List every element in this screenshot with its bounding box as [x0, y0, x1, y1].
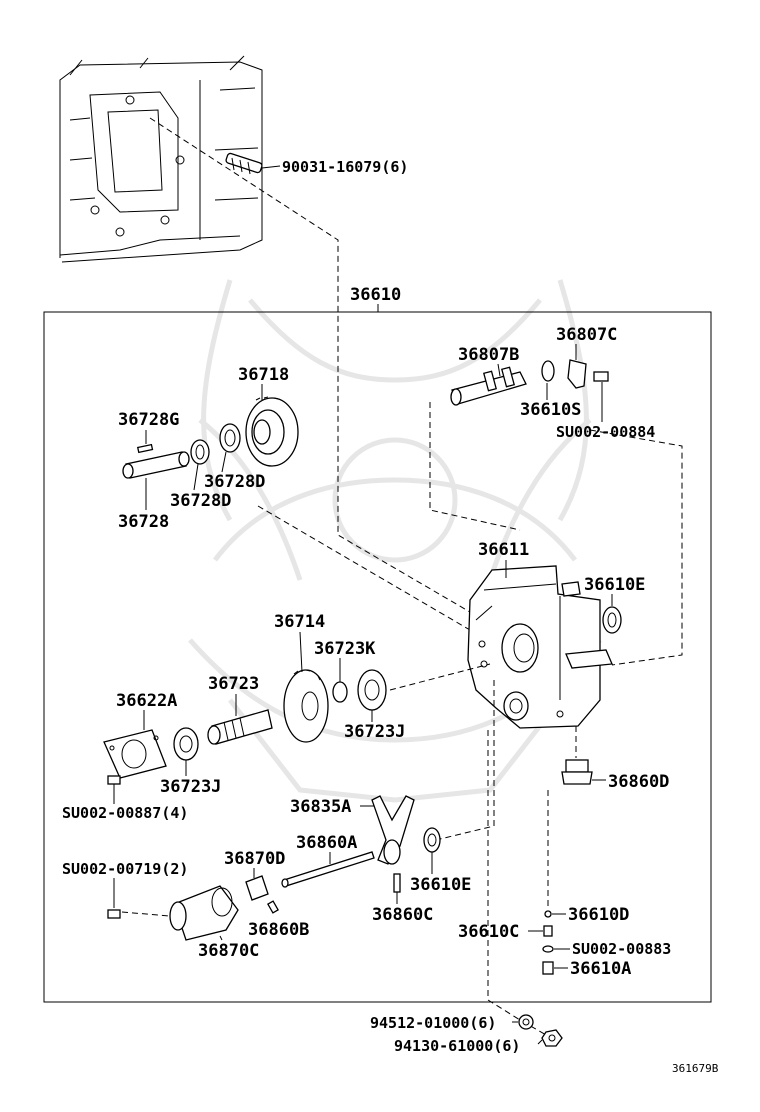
label-36718: 36718 [238, 365, 289, 385]
drain-plug-36860D [561, 759, 593, 785]
bolt-SU00884 [593, 371, 609, 382]
label-36728D-a: 36728D [204, 472, 265, 492]
label-90031: 90031-16079(6) [282, 158, 408, 176]
gasket-SU00883 [542, 945, 554, 953]
label-36835A: 36835A [290, 797, 351, 817]
washer-36723K [332, 681, 348, 703]
oil-seal-36610E-a [602, 606, 622, 634]
label-SU00884: SU002-00884 [556, 423, 655, 441]
ball-36610D [544, 910, 552, 918]
label-36622A: 36622A [116, 691, 177, 711]
label-36870C: 36870C [198, 941, 259, 961]
label-36610S: 36610S [520, 400, 581, 420]
washer-94512 [518, 1014, 534, 1030]
shift-lever-shaft [450, 366, 527, 406]
engine-block-illustration [59, 55, 263, 263]
housing-36870C [169, 885, 239, 941]
shift-fork-36835A [371, 795, 415, 865]
label-36723J-a: 36723J [344, 722, 405, 742]
spring-36610C [543, 925, 553, 937]
label-36723J-b: 36723J [160, 777, 221, 797]
shift-rod-36860A [281, 851, 375, 888]
sleeve-36870D [245, 875, 269, 901]
label-36870D: 36870D [224, 849, 285, 869]
label-36611: 36611 [478, 540, 529, 560]
bearing-36728D-a [219, 423, 241, 453]
pin-36728G [136, 443, 154, 454]
label-SU00887: SU002-00887(4) [62, 804, 188, 822]
label-36860D: 36860D [608, 772, 669, 792]
label-36860B: 36860B [248, 920, 309, 940]
label-SU00883: SU002-00883 [572, 940, 671, 958]
bolt-SU00719 [107, 909, 121, 919]
bearing-36723J-b [173, 727, 199, 761]
housing-36611 [467, 565, 613, 729]
label-36860C: 36860C [372, 905, 433, 925]
bolt-SU00887 [107, 775, 121, 785]
cover-36622A [103, 729, 167, 779]
label-36860A: 36860A [296, 833, 357, 853]
label-36610: 36610 [350, 285, 401, 305]
assembly-boundary [43, 311, 712, 1003]
label-36728D-b: 36728D [170, 491, 231, 511]
bearing-36723J-a [357, 669, 387, 711]
label-SU00719: SU002-00719(2) [62, 860, 188, 878]
o-ring-36610S [541, 360, 555, 382]
label-36714: 36714 [274, 612, 325, 632]
label-36723: 36723 [208, 674, 259, 694]
label-36723K: 36723K [314, 639, 376, 659]
nut-94130 [541, 1029, 563, 1047]
label-36728: 36728 [118, 512, 169, 532]
diagram-reference-code: 361679B [672, 1062, 719, 1075]
gear-36714 [283, 669, 329, 743]
label-36728G: 36728G [118, 410, 179, 430]
shaft-36728 [122, 451, 190, 479]
label-36610E-b: 36610E [410, 875, 471, 895]
pin-36860C [393, 873, 401, 893]
label-94130: 94130-61000(6) [394, 1037, 520, 1055]
label-36807B: 36807B [458, 345, 519, 365]
shaft-36723 [207, 709, 273, 745]
pin-36860B [267, 900, 279, 914]
lever-plate-36807C [567, 359, 587, 389]
plug-36610A [542, 961, 554, 975]
label-36610E-a: 36610E [584, 575, 645, 595]
label-94512: 94512-01000(6) [370, 1014, 496, 1032]
label-36610A: 36610A [570, 959, 631, 979]
oil-seal-36610E-b [423, 827, 441, 853]
label-36610C: 36610C [458, 922, 519, 942]
bearing-36728D-b [190, 439, 210, 465]
label-36807C: 36807C [556, 325, 617, 345]
stud-bolt [225, 152, 263, 175]
gear-36718 [245, 396, 299, 467]
label-36610D: 36610D [568, 905, 629, 925]
